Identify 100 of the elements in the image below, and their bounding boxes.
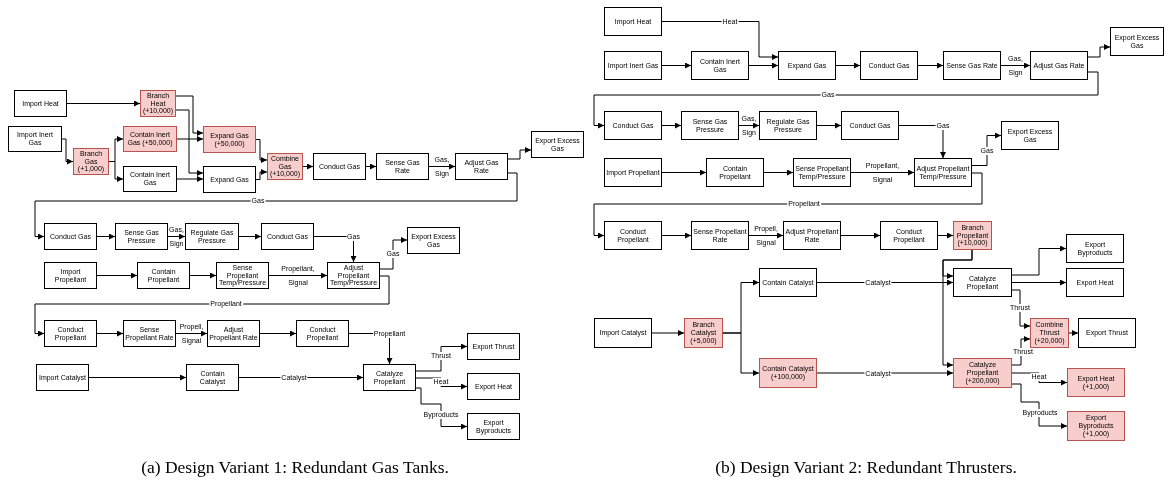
process-box [604,221,662,250]
process-box [44,320,97,347]
arrow [937,232,954,239]
arrow [1068,330,1079,336]
highlighted-process-box [1067,368,1125,397]
process-box [115,223,168,250]
arrow [167,233,186,240]
process-box [14,90,67,117]
arrow [1011,289,1031,329]
arrow [238,233,262,240]
process-box [691,221,749,250]
highlighted-process-box [203,126,256,153]
process-box [207,320,260,347]
arrow [661,21,779,60]
process-box [8,126,62,152]
process-box [296,320,349,347]
arrow [255,169,268,180]
process-box [793,158,851,187]
arrow [175,95,204,136]
arrow [66,100,141,107]
arrow [415,343,468,372]
process-box [455,153,508,180]
process-box [1066,234,1124,263]
process-box [604,158,662,187]
arrow [1087,44,1111,58]
process-box [953,268,1012,297]
process-box [44,223,97,250]
arrow [748,62,779,69]
process-box [594,318,652,348]
arrow [1011,279,1067,286]
process-box [1078,318,1136,348]
arrow [661,62,692,69]
arrow [96,272,138,279]
arrow [96,233,116,240]
arrow [1000,62,1031,69]
process-box [186,364,239,391]
process-box [1066,268,1124,297]
arrow [661,232,692,239]
arrow [816,122,842,129]
highlighted-process-box [953,358,1012,388]
arrow [651,330,685,336]
caption: (b) Design Variant 2: Redundant Thrusters. [715,457,1017,478]
process-box [313,153,366,180]
process-box [860,51,918,80]
arrow [593,172,983,239]
arrow [61,138,74,165]
process-box [1030,51,1088,80]
arrow [840,232,881,239]
process-box [914,158,972,187]
arrow [96,330,124,337]
arrow [593,71,1099,129]
arrow [175,109,204,176]
caption: (a) Design Variant 1: Redundant Gas Tanks. [141,457,449,478]
process-box [604,111,662,140]
arrow [1011,372,1068,386]
arrow [175,330,208,337]
arrow [1011,383,1068,429]
process-box [706,158,764,187]
arrow [942,249,973,368]
highlighted-process-box [759,358,817,388]
arrow [816,279,954,286]
arrow [313,236,357,263]
arrow [88,374,187,381]
highlighted-process-box [123,126,177,152]
arrow [428,163,456,170]
arrow [34,275,390,337]
process-box [363,364,416,391]
process-box [943,51,1001,80]
process-box [123,166,177,192]
process-box [759,268,817,297]
process-box [261,223,314,250]
process-box [531,131,584,158]
process-box [137,262,190,289]
arrow [850,169,915,176]
arrow [748,232,784,239]
arrow [176,176,204,182]
arrow [971,132,1002,166]
arrow [255,139,268,163]
process-box [1001,121,1059,150]
process-box [1110,27,1164,56]
process-box [604,51,662,80]
process-box [783,221,841,250]
arrow [507,147,532,160]
process-box [467,413,520,440]
arrow [763,169,794,176]
process-box [467,373,520,400]
process-box [691,51,749,80]
process-box [778,51,836,80]
process-box [203,166,256,193]
arrow [415,387,468,430]
process-box [44,262,97,289]
arrow [365,163,377,170]
process-box [759,111,817,140]
process-box [123,320,176,347]
process-box [407,227,460,254]
process-box [467,333,520,360]
arrow [661,169,707,176]
process-box [185,223,239,250]
arrow [189,272,217,279]
arrow [835,62,861,69]
